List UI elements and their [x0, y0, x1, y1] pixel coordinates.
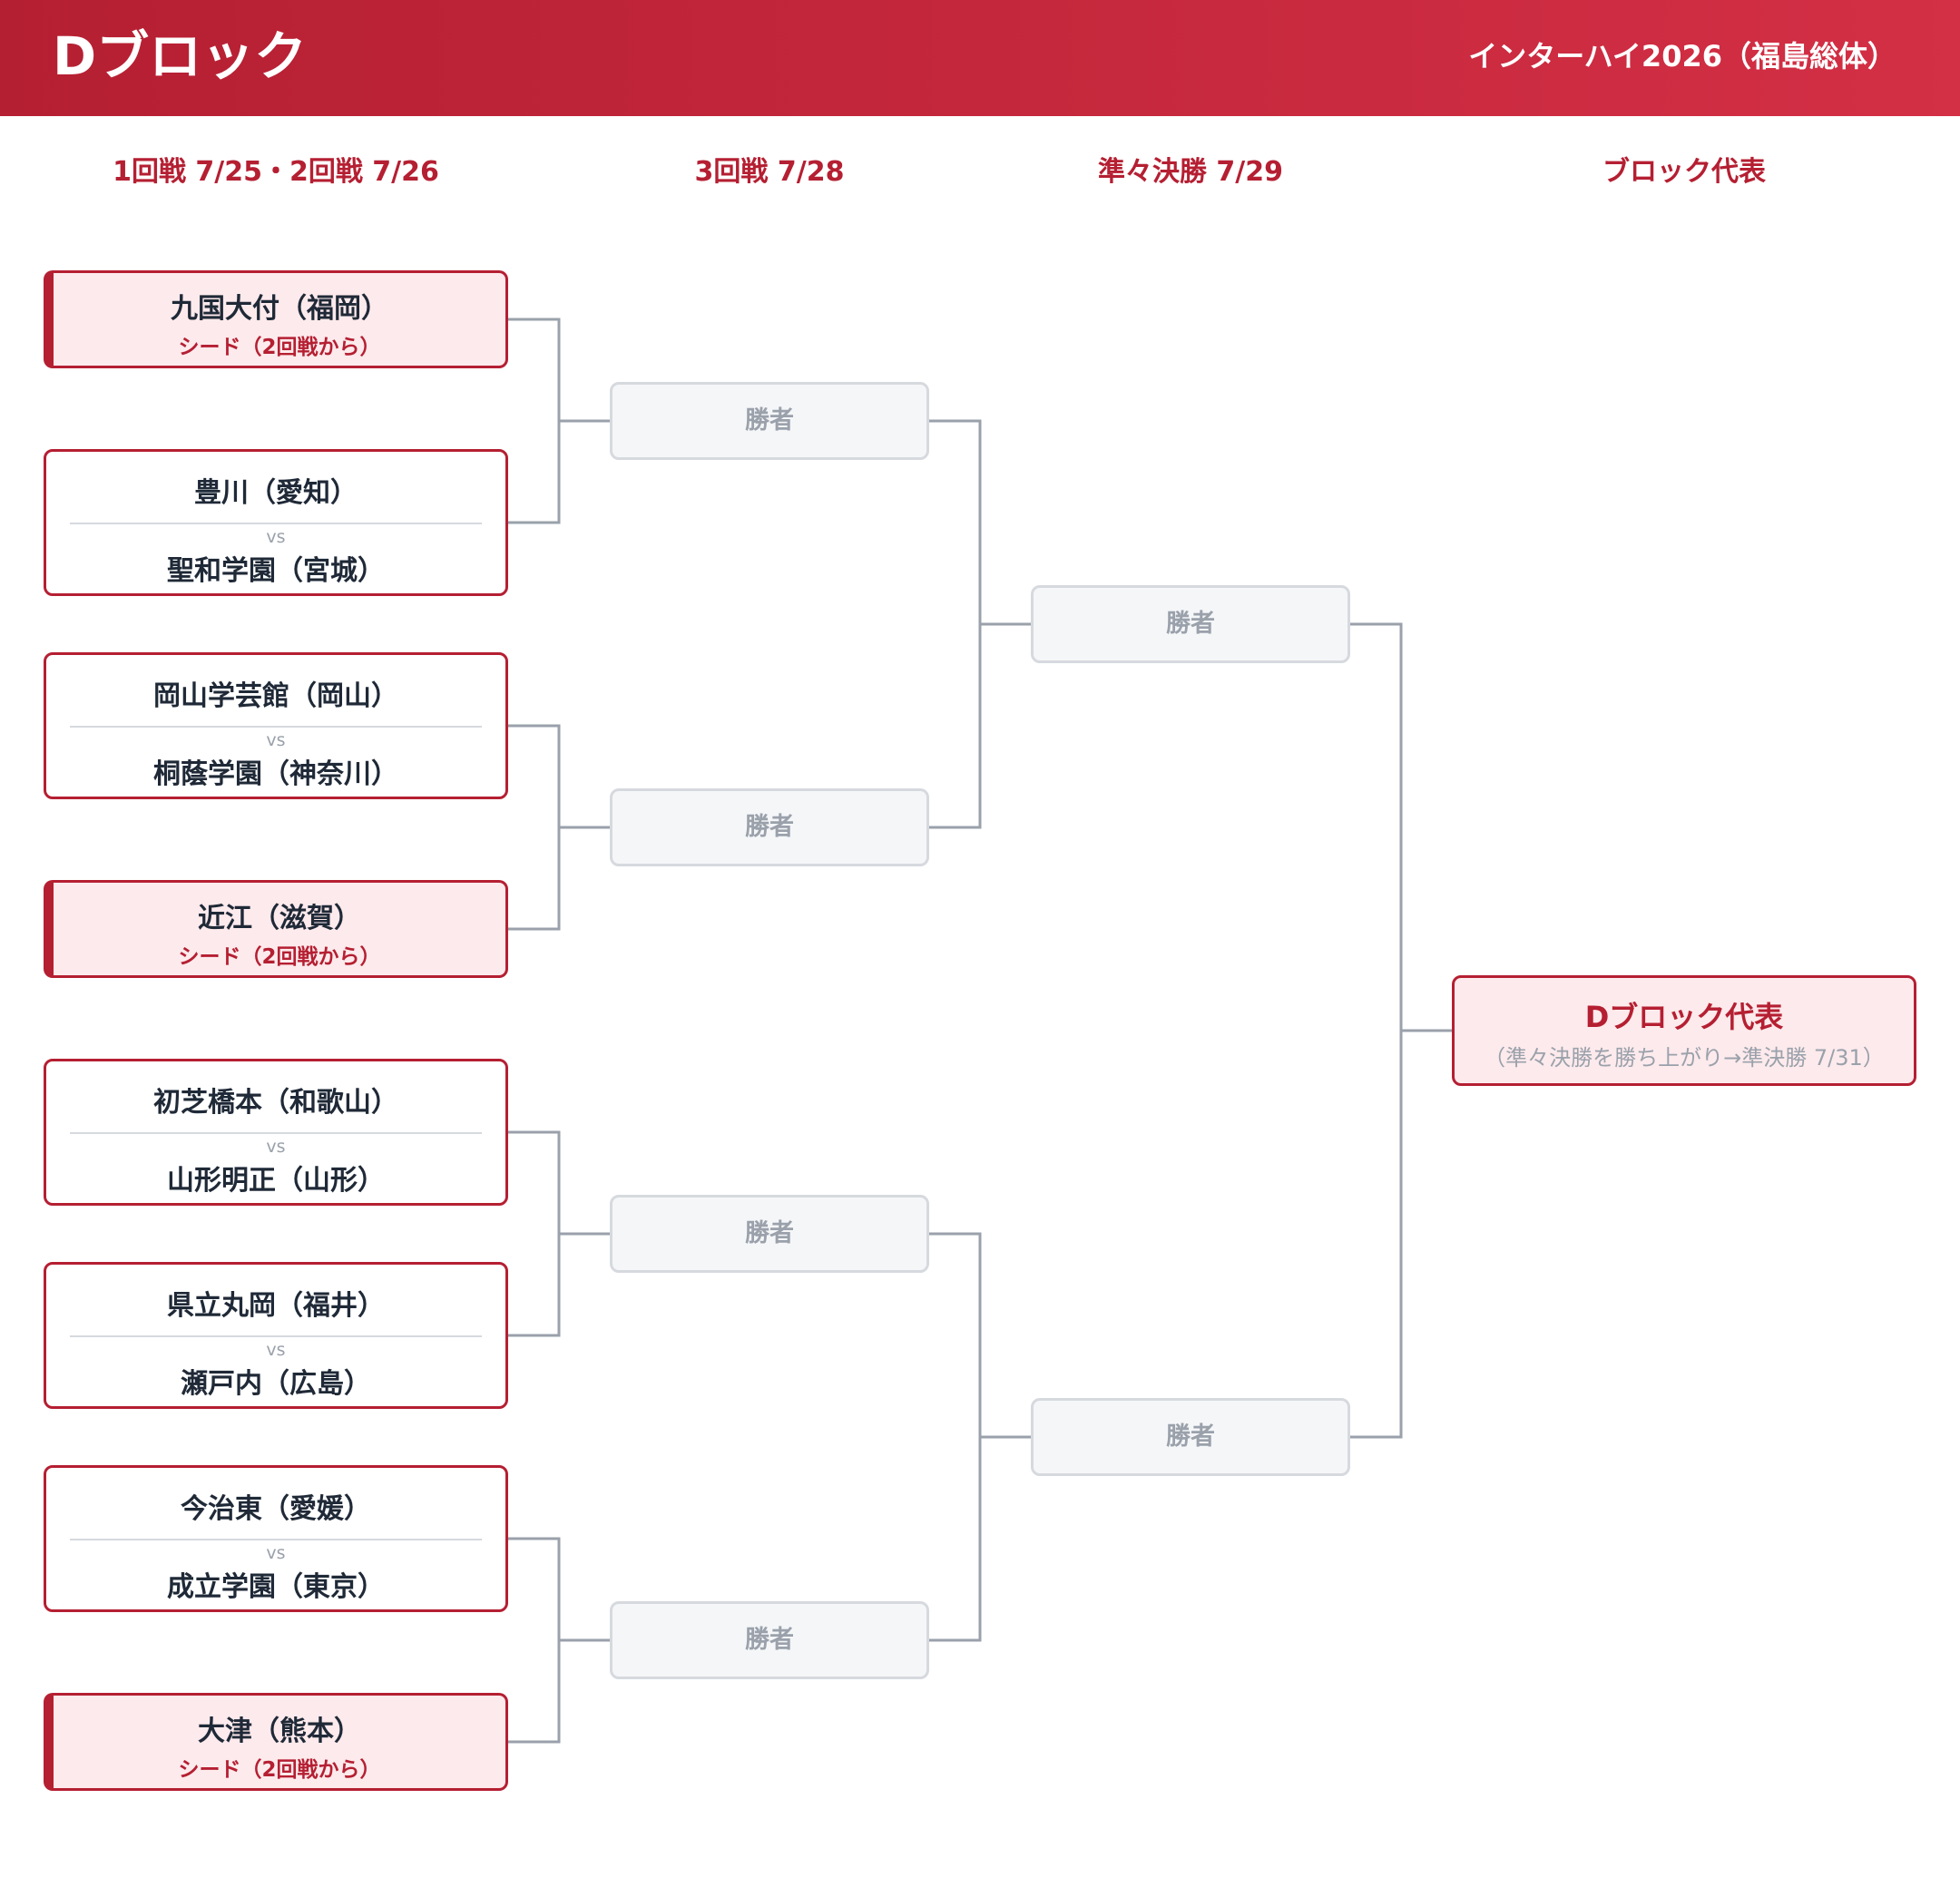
- winner-slot: 勝者: [610, 382, 929, 460]
- seed-note: シード（2回戦から）: [178, 945, 381, 969]
- event-name: インターハイ2026（福島総体）: [1468, 39, 1896, 73]
- block-representative-box: Dブロック代表 （準々決勝を勝ち上がり→準決勝 7/31）: [1452, 975, 1916, 1086]
- vs-label: vs: [266, 1340, 286, 1360]
- team-name: 豊川（愛知）: [194, 477, 358, 509]
- match-box: 岡山学芸館（岡山） vs 桐蔭学園（神奈川）: [44, 652, 508, 799]
- team-name: 大津（熊本）: [198, 1716, 361, 1747]
- round-label-1: 1回戦 7/25・2回戦 7/26: [113, 156, 439, 188]
- winner-slot: 勝者: [610, 1601, 929, 1679]
- vs-label: vs: [266, 730, 286, 750]
- winner-slot: 勝者: [610, 1195, 929, 1273]
- representative-subtitle: （準々決勝を勝ち上がり→準決勝 7/31）: [1484, 1045, 1885, 1071]
- vs-label: vs: [266, 1137, 286, 1157]
- seed-team-box: 九国大付（福岡） シード（2回戦から）: [44, 270, 508, 368]
- seed-note: シード（2回戦から）: [178, 1758, 381, 1782]
- winner-slot: 勝者: [610, 788, 929, 866]
- team-name: 成立学園（東京）: [167, 1571, 385, 1603]
- team-name: 今治東（愛媛）: [181, 1493, 371, 1525]
- block-title: Dブロック: [53, 25, 308, 87]
- match-box: 初芝橋本（和歌山） vs 山形明正（山形）: [44, 1059, 508, 1206]
- team-name: 岡山学芸館（岡山）: [153, 680, 398, 712]
- header-bar: Dブロック インターハイ2026（福島総体）: [0, 0, 1960, 116]
- match-box: 豊川（愛知） vs 聖和学園（宮城）: [44, 449, 508, 596]
- team-name: 聖和学園（宮城）: [167, 555, 385, 587]
- vs-label: vs: [266, 527, 286, 547]
- team-name: 近江（滋賀）: [198, 903, 361, 934]
- match-divider: [70, 523, 482, 524]
- representative-title: Dブロック代表: [1584, 1000, 1784, 1034]
- team-name: 九国大付（福岡）: [171, 293, 388, 325]
- team-name: 瀬戸内（広島）: [181, 1368, 371, 1400]
- round-label-4: ブロック代表: [1602, 156, 1766, 188]
- match-box: 県立丸岡（福井） vs 瀬戸内（広島）: [44, 1262, 508, 1409]
- team-name: 桐蔭学園（神奈川）: [153, 758, 398, 790]
- team-name: 県立丸岡（福井）: [167, 1290, 385, 1322]
- vs-label: vs: [266, 1543, 286, 1563]
- seed-team-box: 大津（熊本） シード（2回戦から）: [44, 1693, 508, 1791]
- winner-slot: 勝者: [1031, 1398, 1350, 1476]
- match-divider: [70, 1132, 482, 1134]
- match-divider: [70, 726, 482, 728]
- match-divider: [70, 1335, 482, 1337]
- match-divider: [70, 1539, 482, 1540]
- round-label-2: 3回戦 7/28: [694, 156, 845, 188]
- match-box: 今治東（愛媛） vs 成立学園（東京）: [44, 1465, 508, 1612]
- team-name: 初芝橋本（和歌山）: [153, 1087, 398, 1119]
- team-name: 山形明正（山形）: [167, 1165, 385, 1197]
- round-label-3: 準々決勝 7/29: [1097, 156, 1284, 188]
- seed-team-box: 近江（滋賀） シード（2回戦から）: [44, 880, 508, 978]
- seed-note: シード（2回戦から）: [178, 336, 381, 359]
- winner-slot: 勝者: [1031, 585, 1350, 663]
